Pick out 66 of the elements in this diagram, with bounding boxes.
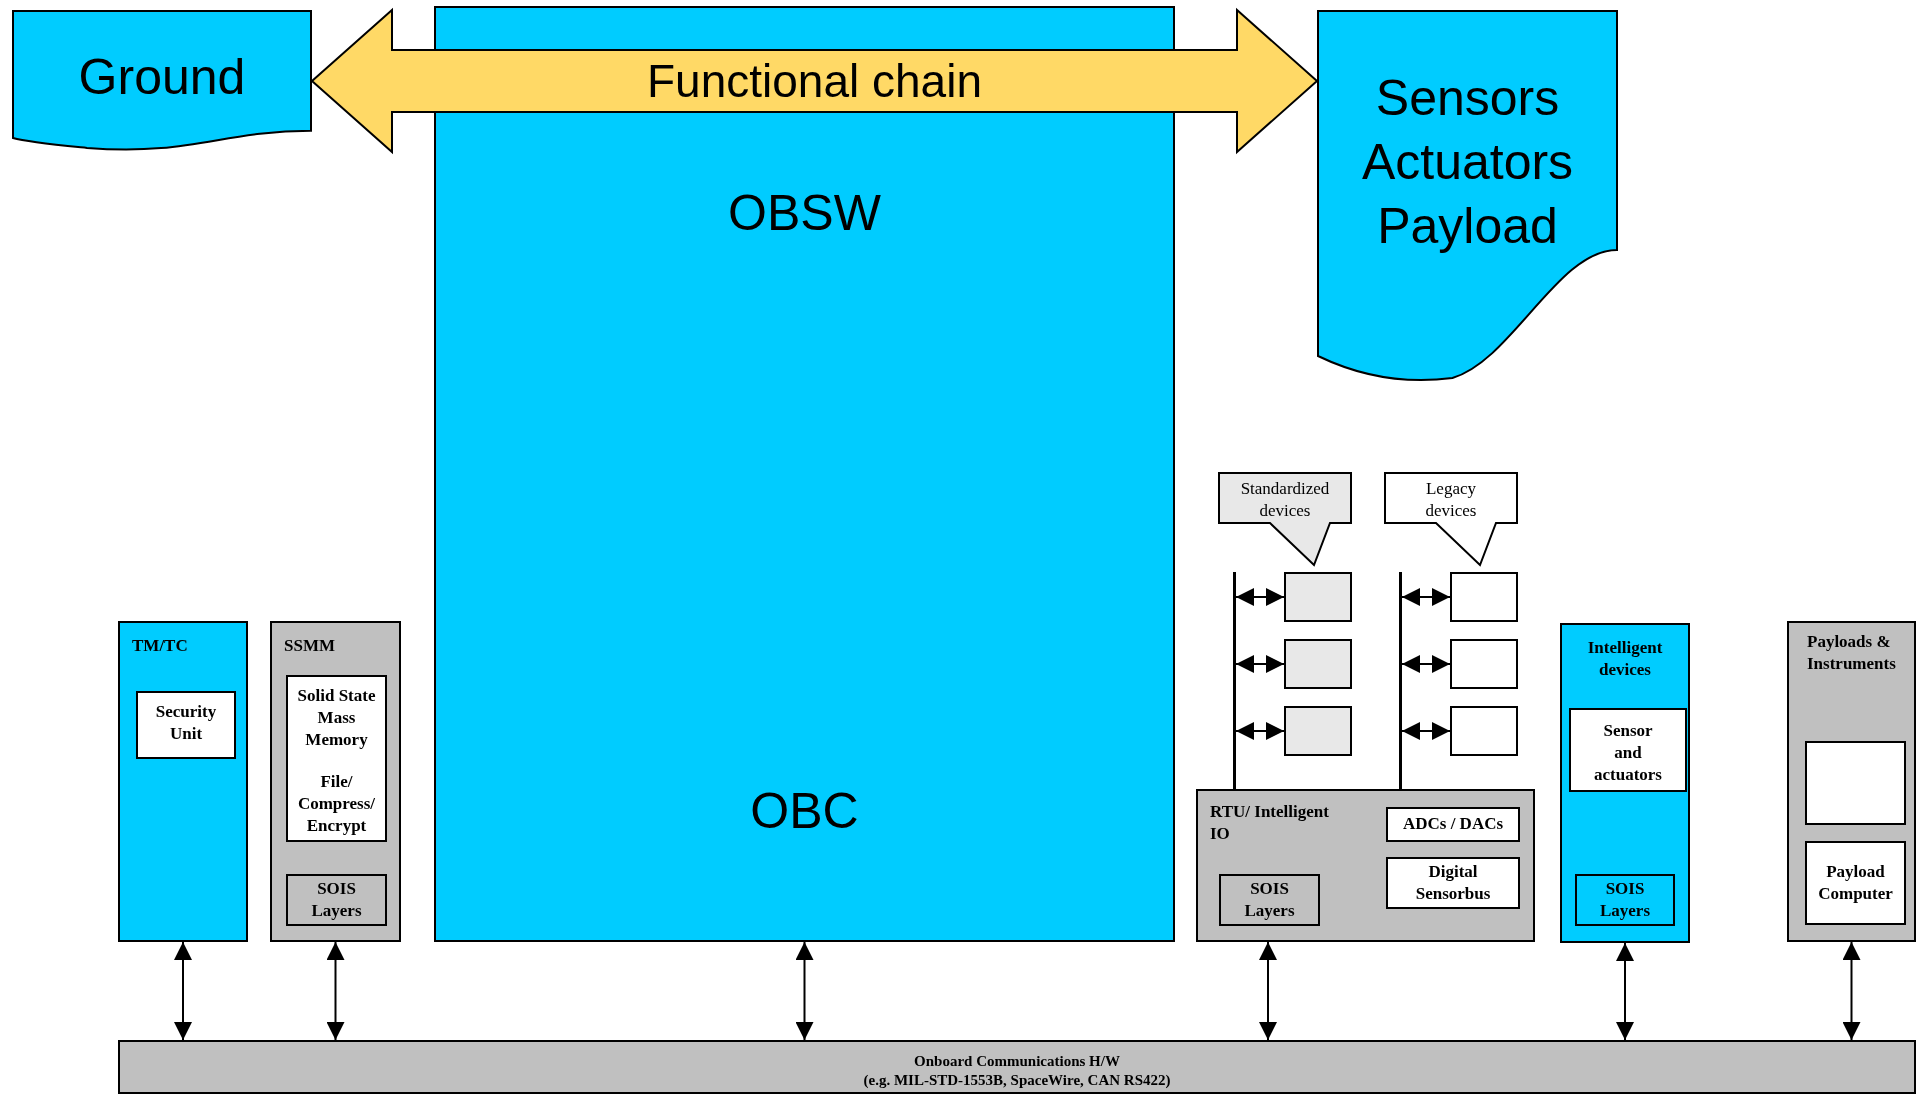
- node-label: Digital Sensorbus: [1414, 861, 1492, 906]
- node-label: Legacy devices: [1424, 478, 1478, 523]
- unit-box: [118, 621, 248, 942]
- component-box: [1386, 857, 1520, 909]
- double-arrow-connector: [1401, 722, 1451, 740]
- component-box: [136, 691, 236, 759]
- node-label: RTU/ Intelligent IO: [1210, 801, 1330, 846]
- node-label: Sensors Actuators Payload: [1360, 69, 1575, 256]
- double-arrow-connector: [1235, 588, 1285, 606]
- double-arrow-connector: [1235, 722, 1285, 740]
- obc-box: [434, 6, 1175, 942]
- double-arrow-connector: [1842, 941, 1861, 1041]
- unit-box: [1196, 789, 1535, 942]
- device-box: [1450, 706, 1518, 756]
- double-arrow-connector: [174, 941, 192, 1041]
- unit-box: [1560, 623, 1690, 943]
- node-label: Ground: [77, 48, 247, 107]
- device-box: [1450, 639, 1518, 689]
- node-label: SOIS Layers: [310, 878, 363, 923]
- node-label: ADCs / DACs: [1401, 813, 1505, 835]
- node-label: Payload Computer: [1817, 861, 1894, 906]
- node-label: File/ Compress/ Encrypt: [296, 771, 377, 838]
- node-label: SOIS Layers: [1243, 878, 1296, 923]
- component-box: [1805, 741, 1906, 825]
- node-label: SSMM: [284, 635, 336, 657]
- component-box: [1386, 807, 1520, 842]
- double-arrow-connector: [1401, 588, 1451, 606]
- component-box: [1569, 708, 1687, 792]
- double-arrow: [310, 7, 1319, 155]
- device-box: [1450, 572, 1518, 622]
- component-box: [286, 874, 387, 926]
- double-arrow-connector: [795, 941, 814, 1041]
- block-title: OBC: [749, 782, 860, 841]
- device-box: [1284, 706, 1352, 756]
- component-box: [1805, 841, 1906, 925]
- node-label: Onboard Communications H/W: [913, 1052, 1121, 1070]
- callout: [1384, 472, 1518, 566]
- arrow-label: Functional chain: [647, 55, 982, 107]
- node-label: (e.g. MIL-STD-1553B, SpaceWire, CAN RS422): [862, 1071, 1172, 1089]
- bus-box: [118, 1040, 1916, 1094]
- double-arrow-connector: [1616, 942, 1634, 1041]
- node-label: Payloads & Instruments: [1807, 631, 1897, 676]
- device-box: [1284, 639, 1352, 689]
- bus-line: [1399, 572, 1402, 789]
- device-box: [1284, 572, 1352, 622]
- node-label: SOIS Layers: [1598, 878, 1651, 923]
- node-label: Security Unit: [154, 701, 218, 746]
- node-label: Intelligent devices: [1586, 637, 1664, 682]
- document-shape: [12, 10, 312, 152]
- double-arrow-connector: [1259, 941, 1277, 1041]
- component-box: [286, 675, 387, 842]
- unit-box: [1787, 621, 1916, 942]
- node-label: Solid State Mass Memory: [296, 685, 377, 752]
- callout: [1218, 472, 1352, 566]
- unit-box: [270, 621, 401, 942]
- double-arrow-connector: [1401, 655, 1451, 673]
- component-box: [1575, 874, 1675, 926]
- node-label: Standardized devices: [1239, 478, 1331, 523]
- node-label: Sensor and actuators: [1593, 720, 1663, 787]
- bus-line: [1233, 572, 1236, 789]
- component-box: [1219, 874, 1320, 926]
- document-shape: [1317, 10, 1618, 380]
- block-title: OBSW: [727, 184, 882, 243]
- node-label: TM/TC: [132, 635, 189, 657]
- double-arrow-connector: [326, 941, 345, 1041]
- double-arrow-connector: [1235, 655, 1285, 673]
